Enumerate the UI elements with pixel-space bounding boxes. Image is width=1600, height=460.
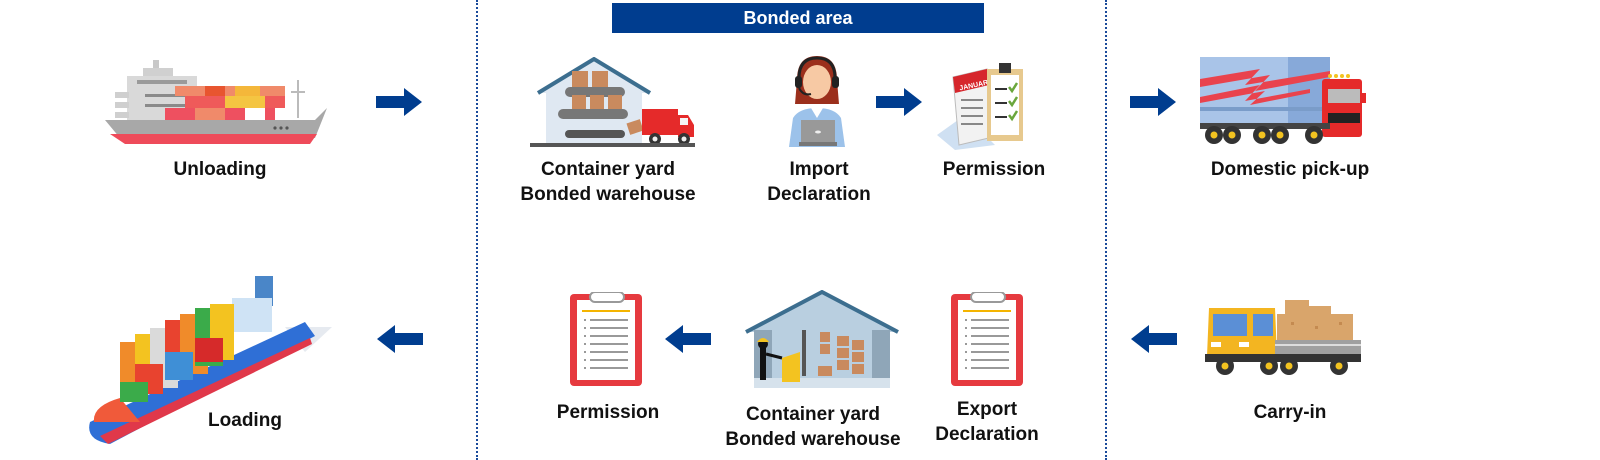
arrow-left-icon [665,325,711,353]
arrow-left-icon [377,325,423,353]
operator-headset-icon [789,56,845,147]
arrow-right-icon [1130,88,1176,116]
step-label-permission-import: Permission [942,159,1046,180]
label-line: Bonded warehouse [725,429,901,450]
bonded-area-left-divider [476,0,478,460]
step-label-container-yard-export: Container yard Bonded warehouse [713,402,913,452]
step-label-import-declaration: Import Declaration [749,157,889,207]
clipboard-icon [951,292,1023,386]
arrow-right-icon [376,88,422,116]
step-label-permission-export: Permission [556,402,660,423]
step-label-loading: Loading [208,410,282,431]
label-line: Container yard [745,404,881,425]
warehouse-forklift-icon [745,290,899,388]
warehouse-conveyor-icon [530,57,695,147]
step-label-container-yard-import: Container yard Bonded warehouse [508,157,708,207]
arrow-left-icon [1131,325,1177,353]
clipboard-icon [570,292,642,386]
label-line: Import [789,159,849,180]
bonded-area-banner: Bonded area [612,3,984,33]
label-line: Declaration [767,184,871,205]
cargo-ship-icon [105,60,327,144]
label-line: Export [956,399,1018,420]
step-label-carry-in: Carry-in [1253,402,1327,423]
label-line: Container yard [540,159,676,180]
semi-truck-icon [1200,57,1366,144]
arrow-right-icon [876,88,922,116]
label-line: Bonded warehouse [520,184,696,205]
cargo-truck-icon [1205,300,1361,375]
bonded-area-right-divider [1105,0,1107,460]
calendar-checklist-icon: JANUARY [937,63,1023,150]
step-label-unloading: Unloading [173,159,267,180]
label-line: Declaration [935,424,1039,445]
step-label-domestic-pickup: Domestic pick-up [1210,159,1370,180]
step-label-export-declaration: Export Declaration [927,397,1047,447]
container-ship-icon [89,276,332,444]
